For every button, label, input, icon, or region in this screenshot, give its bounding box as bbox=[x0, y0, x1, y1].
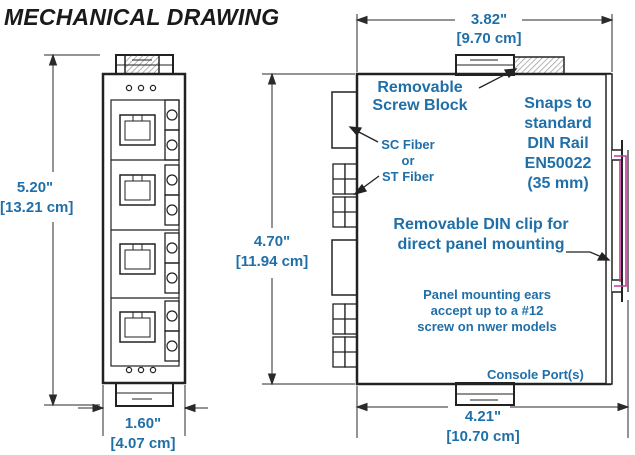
callout-line: Screw Block bbox=[372, 97, 468, 114]
side-view bbox=[331, 54, 629, 406]
page-title: MECHANICAL DRAWING bbox=[4, 4, 280, 30]
led bbox=[137, 84, 145, 92]
mounting-ears-callout: Panel mounting ears accept up to a #12 s… bbox=[402, 287, 572, 335]
port-module bbox=[111, 99, 180, 161]
side-screw-block bbox=[513, 56, 565, 75]
callout-leaders bbox=[348, 68, 611, 261]
fiber-port bbox=[164, 129, 180, 161]
side-bottom-depth-label: 4.21" [10.70 cm] bbox=[434, 407, 532, 447]
din-rail-callout: Snaps to standard DIN Rail EN50022 (35 m… bbox=[502, 94, 614, 194]
front-dimensions bbox=[44, 53, 208, 436]
side-fiber-connector bbox=[332, 303, 358, 335]
fiber-port bbox=[164, 262, 180, 294]
callout-line: Panel mounting ears bbox=[423, 287, 551, 302]
side-dimensions bbox=[262, 14, 630, 438]
front-width-metric: [4.07 cm] bbox=[110, 435, 176, 452]
din-clip-callout: Removable DIN clip for direct panel moun… bbox=[372, 215, 590, 255]
side-height-value: 4.70" bbox=[253, 233, 291, 250]
side-bottom-depth-value: 4.21" bbox=[464, 408, 502, 425]
side-bottom-depth-metric: [10.70 cm] bbox=[446, 428, 520, 445]
led bbox=[125, 84, 133, 92]
callout-line: direct panel mounting bbox=[397, 236, 565, 253]
callout-line: SC Fiber bbox=[381, 137, 435, 152]
callout-line: accept up to a #12 bbox=[430, 303, 544, 318]
front-height-label: 5.20" [13.21 cm] bbox=[0, 178, 74, 218]
callout-line: Removable DIN clip for bbox=[393, 216, 569, 233]
callout-line: Snaps to bbox=[524, 95, 592, 112]
callout-line: DIN Rail bbox=[527, 135, 589, 152]
port-module bbox=[119, 300, 180, 362]
side-height-metric: [11.94 cm] bbox=[235, 253, 309, 270]
side-top-depth-metric: [9.70 cm] bbox=[456, 30, 522, 47]
front-width-value: 1.60" bbox=[124, 415, 162, 432]
led bbox=[137, 366, 145, 374]
front-bottom-mounting-ear bbox=[115, 381, 174, 407]
side-top-depth-value: 3.82" bbox=[470, 11, 508, 28]
fiber-port bbox=[164, 194, 180, 226]
port-module bbox=[111, 232, 180, 299]
din-clip bbox=[612, 140, 629, 302]
fiber-callout: SC Fiber or ST Fiber bbox=[372, 137, 444, 185]
front-view bbox=[101, 54, 187, 407]
callout-line: or bbox=[401, 153, 415, 168]
side-top-depth-label: 3.82" [9.70 cm] bbox=[440, 10, 538, 48]
callout-line: ST Fiber bbox=[381, 169, 434, 184]
side-fiber-connector bbox=[332, 163, 358, 195]
callout-line: (35 mm) bbox=[527, 175, 589, 192]
side-height-label: 4.70" [11.94 cm] bbox=[226, 232, 318, 272]
side-fiber-connector bbox=[332, 196, 358, 228]
fiber-port bbox=[164, 330, 180, 362]
callout-line: EN50022 bbox=[524, 155, 592, 172]
front-height-value: 5.20" bbox=[16, 179, 54, 196]
screw-block-callout: Removable Screw Block bbox=[360, 79, 480, 115]
led bbox=[149, 366, 157, 374]
side-fiber-connector bbox=[332, 336, 358, 368]
din-rail bbox=[614, 155, 627, 287]
console-port-callout: Console Port(s) bbox=[487, 367, 584, 382]
callout-line: screw on nwer models bbox=[417, 319, 557, 334]
front-width-label: 1.60" [4.07 cm] bbox=[108, 414, 178, 454]
port-module bbox=[111, 164, 180, 231]
front-height-metric: [13.21 cm] bbox=[0, 199, 74, 216]
led bbox=[149, 84, 157, 92]
callout-line: standard bbox=[524, 115, 592, 132]
callout-line: Removable bbox=[377, 79, 463, 96]
led bbox=[125, 366, 133, 374]
